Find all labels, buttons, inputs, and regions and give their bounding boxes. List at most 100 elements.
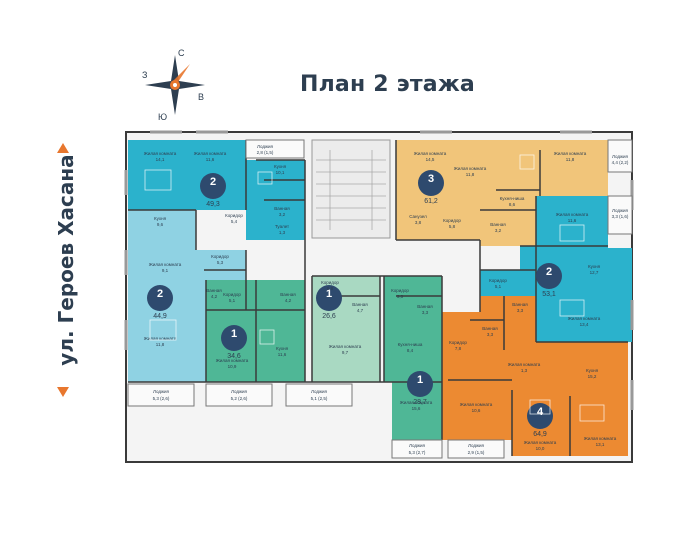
svg-text:3,3: 3,3 [487,332,494,337]
svg-text:5,8: 5,8 [327,286,334,291]
svg-text:Жилая комната: Жилая комната [568,316,601,321]
svg-text:8,6: 8,6 [509,202,516,207]
svg-text:Кухня: Кухня [588,264,601,269]
svg-text:12,7: 12,7 [590,270,599,275]
apt-2-area: 44,9 [153,313,167,320]
svg-text:Лоджия: Лоджия [612,208,629,213]
svg-text:Ванная: Ванная [352,302,368,307]
svg-text:3,5: 3,5 [397,294,404,299]
badge-rooms: 2 2 1 1 1 3 2 4 [157,173,552,418]
svg-text:14,1: 14,1 [156,157,165,162]
apartment-5-area[interactable] [384,276,442,440]
interior-walls [128,140,628,456]
svg-text:Коридор: Коридор [489,278,507,283]
svg-text:4,4 (2,2): 4,4 (2,2) [612,160,629,165]
svg-text:11,6: 11,6 [568,218,577,223]
svg-text:Жилая комната: Жилая комната [400,400,433,405]
svg-text:Кухня: Кухня [586,368,599,373]
apt-6-rooms: 3 [428,173,434,185]
svg-text:Ванная: Ванная [206,288,222,293]
svg-text:Санузел: Санузел [409,214,427,219]
svg-text:Лоджия: Лоджия [257,144,274,149]
svg-text:15,6: 15,6 [412,406,421,411]
svg-text:Ванная: Ванная [512,302,528,307]
svg-text:Жилая комната: Жилая комната [329,344,362,349]
svg-text:Кухня-ниша: Кухня-ниша [398,342,423,347]
arrow-down-icon [57,387,69,397]
page-title: План 2 этажа [300,72,475,97]
apt-3-area: 34,6 [227,353,241,360]
svg-text:Ванная: Ванная [274,206,290,211]
svg-text:1,3: 1,3 [279,230,286,235]
svg-text:9,6: 9,6 [157,222,164,227]
svg-text:13,4: 13,4 [580,322,589,327]
svg-text:Кухня: Кухня [276,346,289,351]
apt-4-rooms: 1 [326,288,332,300]
apartment-2-area[interactable] [128,210,246,382]
apt-3-rooms: 1 [231,328,237,340]
svg-text:5,3: 5,3 [217,260,224,265]
svg-text:3,2: 3,2 [495,228,502,233]
svg-text:Жилая комната: Жилая комната [144,151,177,156]
loggias [127,139,633,459]
svg-text:Кухня-ниша: Кухня-ниша [500,196,525,201]
svg-text:Лоджия: Лоджия [311,389,328,394]
compass-north: С [178,48,185,58]
svg-text:Коридор: Коридор [321,280,339,285]
svg-text:4,7: 4,7 [357,308,364,313]
compass: С В Ю З [140,48,210,122]
svg-text:Лоджия: Лоджия [231,389,248,394]
svg-text:Ванная: Ванная [490,222,506,227]
svg-text:11,6: 11,6 [278,352,287,357]
svg-text:Кухня: Кухня [274,164,287,169]
svg-text:Коридор: Коридор [211,254,229,259]
svg-text:Коридор: Коридор [225,213,243,218]
svg-text:Жилая комната: Жилая комната [460,402,493,407]
svg-text:Жилая комната: Жилая комната [216,358,249,363]
compass-south: Ю [158,112,168,122]
svg-text:Кухня: Кухня [154,216,167,221]
apt-5-rooms: 1 [417,374,423,386]
furniture [144,154,605,422]
svg-text:Жилая комната: Жилая комната [508,362,541,367]
svg-text:3,8: 3,8 [415,220,422,225]
svg-text:14,5: 14,5 [426,157,435,162]
svg-text:Туалет: Туалет [275,224,289,229]
svg-text:2,8 (1,5): 2,8 (1,5) [257,150,274,155]
svg-text:5,3 (2,7): 5,3 (2,7) [409,450,426,455]
svg-text:3,2: 3,2 [279,212,286,217]
svg-text:11,8: 11,8 [156,342,165,347]
compass-rose-icon [145,55,205,115]
svg-text:Лоджия: Лоджия [612,154,629,159]
svg-text:5,4: 5,4 [231,219,238,224]
svg-text:11,8: 11,8 [466,172,475,177]
svg-text:3,3 (1,6): 3,3 (1,6) [612,214,629,219]
apt-8-rooms: 4 [537,406,544,418]
apt-8-area: 64,9 [533,431,547,438]
svg-text:3,3: 3,3 [517,308,524,313]
svg-text:Ванная: Ванная [417,304,433,309]
svg-text:4,2: 4,2 [211,294,218,299]
svg-text:5,1: 5,1 [495,284,502,289]
svg-text:7,8: 7,8 [455,346,462,351]
svg-text:5,8: 5,8 [449,224,456,229]
stairwell [311,139,391,239]
apartment-6-area[interactable] [396,140,608,246]
svg-text:9,7: 9,7 [342,350,349,355]
svg-text:15,2: 15,2 [588,374,597,379]
apt-1-rooms: 2 [210,176,216,188]
apartment-8-area[interactable] [442,296,628,456]
svg-text:Ванная: Ванная [482,326,498,331]
svg-text:Жилая комната: Жилая комната [414,151,447,156]
svg-text:Жилая комната: Жилая комната [149,262,182,267]
windows [124,130,634,410]
svg-text:4,2: 4,2 [285,298,292,303]
apt-2-rooms: 2 [157,288,163,300]
svg-text:5,3 (2,6): 5,3 (2,6) [153,396,170,401]
arrow-up-icon [57,143,69,153]
svg-text:10,0: 10,0 [536,446,545,451]
apt-7-area: 53,1 [542,291,556,298]
compass-east: В [198,92,205,102]
